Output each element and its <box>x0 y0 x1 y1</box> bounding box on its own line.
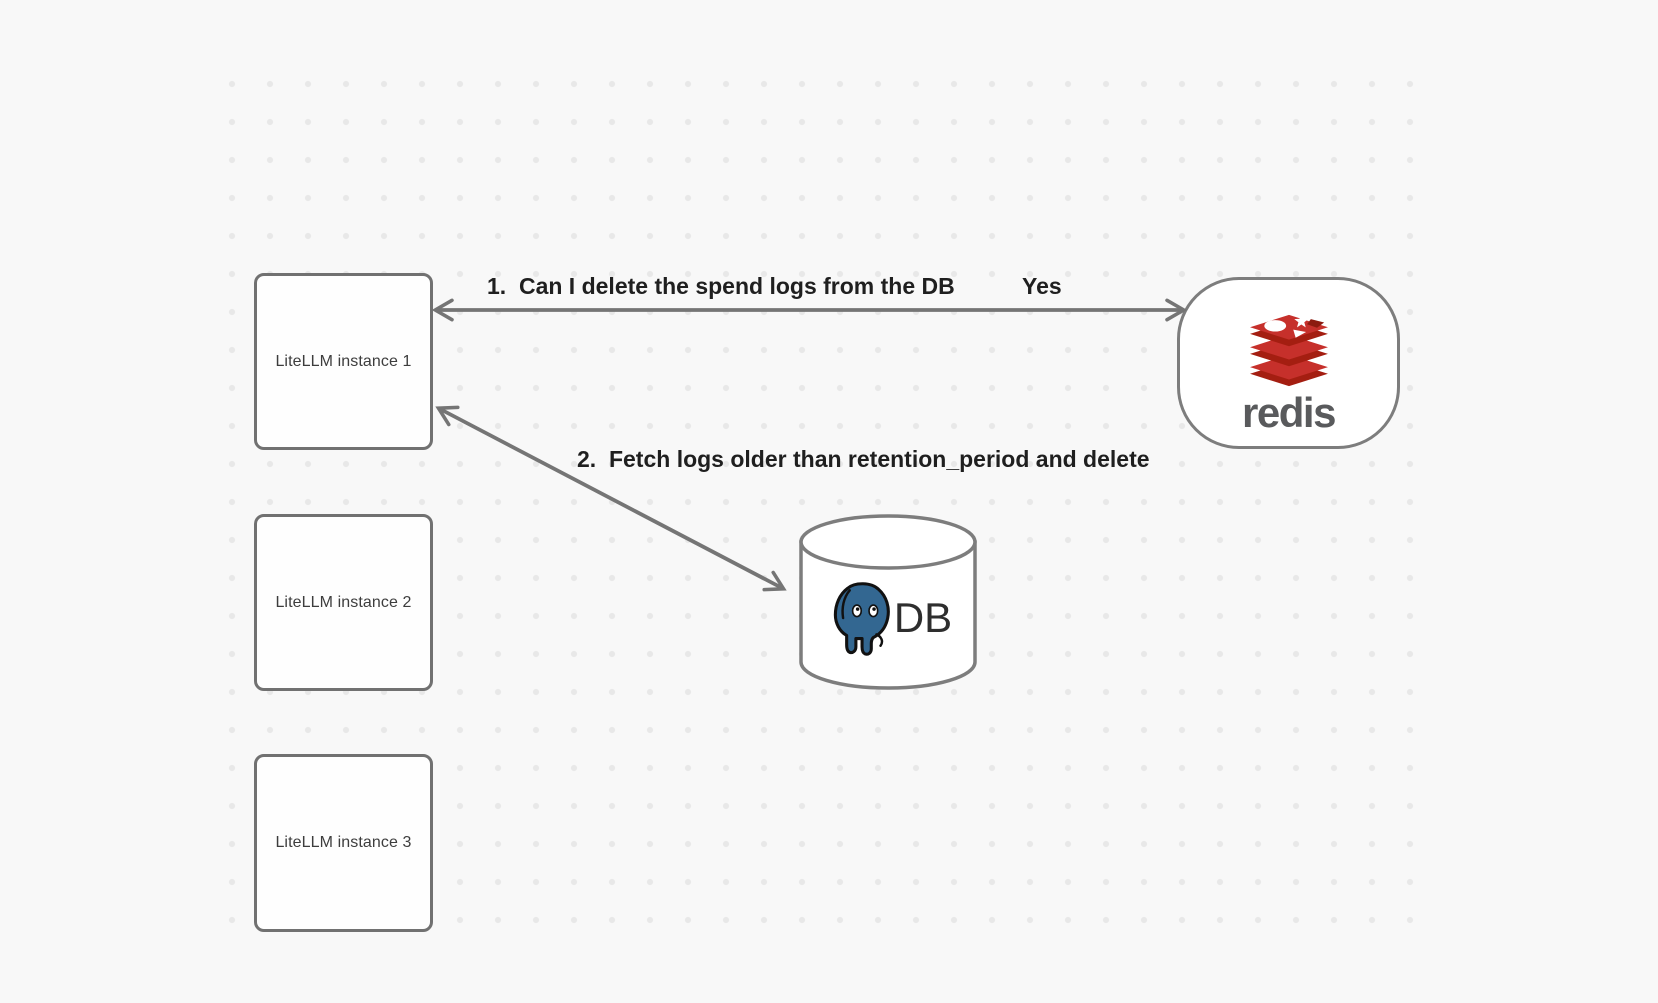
edge-1-label[interactable]: 1. Can I delete the spend logs from the … <box>487 273 955 299</box>
db-node-content: DB <box>796 568 980 668</box>
litellm-instance-3-node[interactable]: LiteLLM instance 3 <box>254 754 433 932</box>
edge-db-arrow[interactable] <box>435 405 787 592</box>
db-label: DB <box>893 594 953 641</box>
redis-wordmark: redis <box>1242 389 1336 436</box>
litellm-instance-3-label: LiteLLM instance 3 <box>275 834 412 851</box>
litellm-instance-1-label: LiteLLM instance 1 <box>275 352 412 370</box>
edge-2-label[interactable]: 2. Fetch logs older than retention_perio… <box>577 446 1150 472</box>
redis-stack-icon <box>1249 313 1328 387</box>
postgresql-elephant-icon <box>833 582 890 656</box>
litellm-instance-2-label: LiteLLM instance 2 <box>275 593 412 611</box>
edge-1-answer-label[interactable]: Yes <box>1022 273 1062 299</box>
redis-node[interactable]: redis <box>1177 277 1400 449</box>
litellm-instance-2-node[interactable]: LiteLLM instance 2 <box>254 514 433 691</box>
litellm-instance-1-node[interactable]: LiteLLM instance 1 <box>254 273 433 450</box>
